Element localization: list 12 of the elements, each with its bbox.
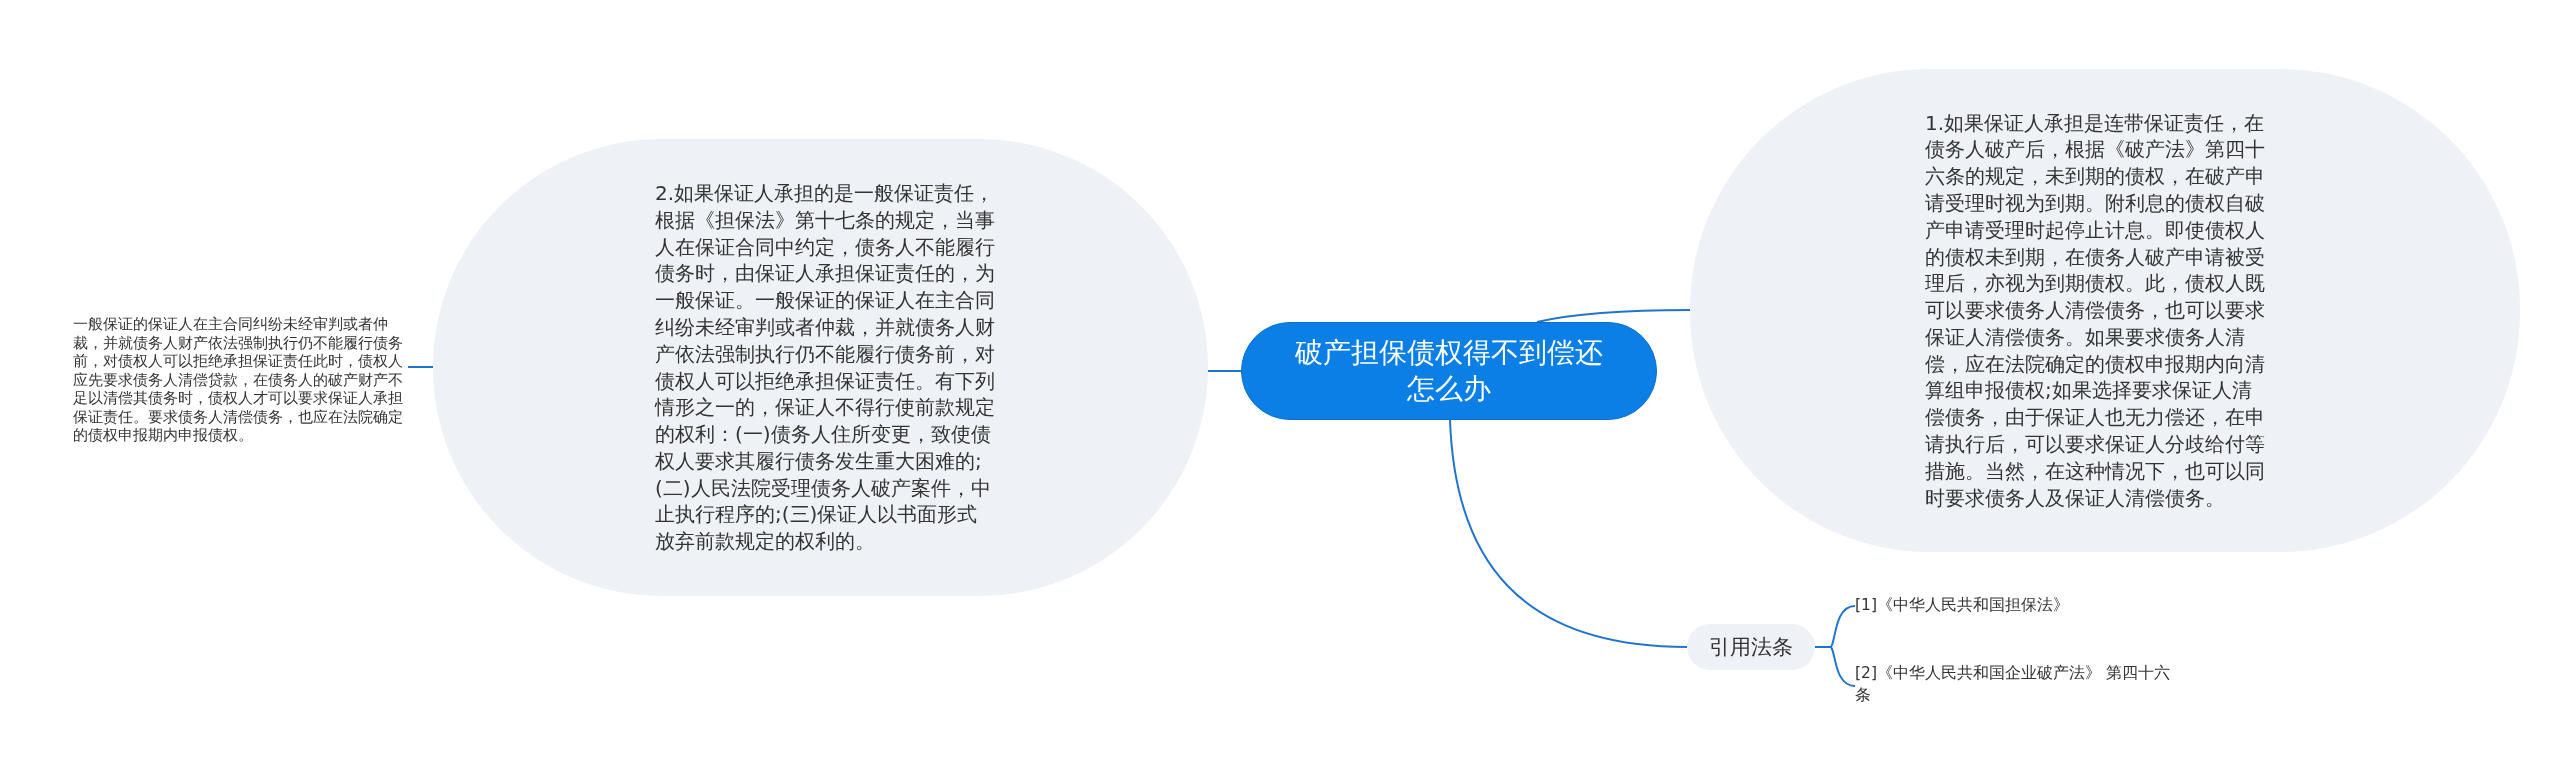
connector-line [1207, 370, 1242, 372]
connector-line [407, 366, 434, 368]
connector-line [1814, 646, 1856, 687]
topic-bubble: 破产担保债权得不到偿还怎么办 [1241, 322, 1657, 420]
text-bubble: 1.如果保证人承担是连带保证责任，在债务人破产后，根据《破产法》第四十六条的规定，未到期的债权，在破产申请受理时视为到期。附利息的债权自破产申请受理时起停止计息。即使债权人的债权未到期，在债务人破产申请被受理后，亦视为到期债权。此，债权人既可以要求债务人清偿债务，也可以要求保证人清偿债务。如果要求债务人清偿，应在法院确定的债权申报期内向清算组申报债权;如果选择要求保证人清偿债务，由于保证人也无力偿还，在申请执行后，可以要求保证人分歧给付等措施。当然，在这种情况下，也可以同时要求债务人及保证人清偿债务。 [1690, 69, 2520, 552]
connector-line [1536, 309, 1691, 323]
reference-text: [1]《中华人民共和国担保法》 [1855, 594, 2185, 618]
connector-line [1449, 419, 1688, 648]
reference-text: [2]《中华人民共和国企业破产法》 第四十六条 [1855, 662, 2185, 710]
topic-bubble: 引用法条 [1687, 624, 1815, 670]
text-bubble: 2.如果保证人承担的是一般保证责任，根据《担保法》第十七条的规定，当事人在保证合同中约定，债务人不能履行债务时，由保证人承担保证责任的，为一般保证。一般保证的保证人在主合同纠纷未经审判或者仲裁，并就债务人财产依法强制执行仍不能履行债务前，对债权人可以拒绝承担保证责任。有下列情形之一的，保证人不得行使前款规定的权利：(一)债务人住所变更，致使债权人要求其履行债务发生重大困难的;(二)人民法院受理债务人破产案件，中止执行程序的;(三)保证人以书面形式放弃前款规定的权利的。 [433, 139, 1208, 596]
note-text: 一般保证的保证人在主合同纠纷未经审判或者仲裁，并就债务人财产依法强制执行仍不能履行债务前，对债权人可以拒绝承担保证责任此时，债权人应先要求债务人清偿贷款，在债务人的破产财产不足以清偿其债务时，债权人才可以要求保证人承担保证责任。要求债务人清偿债务，也应在法院确定的债权申报期内申报债权。 [73, 285, 408, 475]
